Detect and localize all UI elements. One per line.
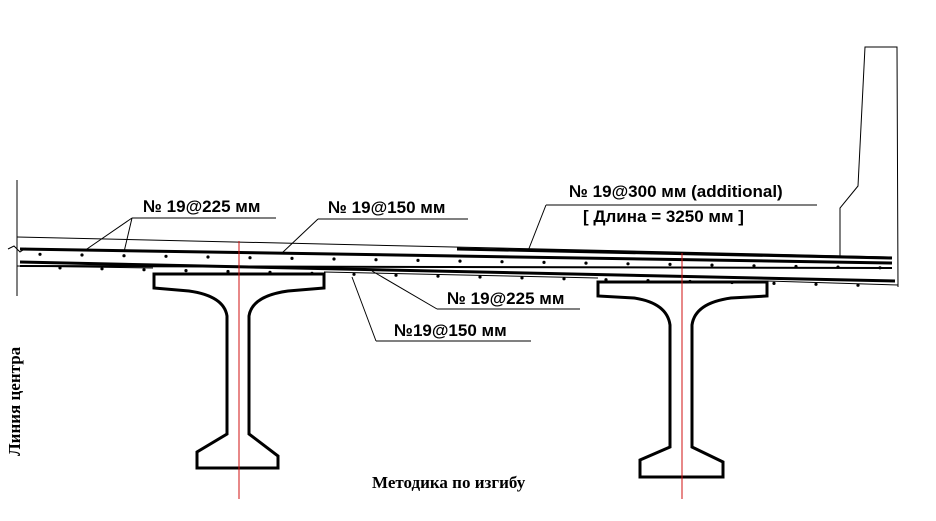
rebar-dot	[794, 264, 798, 269]
label-rebar-bottom-150: №19@150 мм	[394, 321, 507, 340]
rebar-dot	[394, 273, 398, 277]
rebar-dot	[814, 282, 818, 286]
bottom-rebar-layer	[19, 260, 896, 283]
label-rebar-length: [ Длина = 3250 мм ]	[583, 207, 744, 226]
parapet	[839, 46, 899, 288]
rebar-dot	[478, 275, 482, 279]
rebar-dot	[38, 252, 42, 256]
rebar-dot	[710, 263, 714, 267]
rebar-dot	[248, 256, 252, 260]
rebar-dot	[184, 269, 188, 273]
rebar-dot	[80, 253, 84, 257]
label-centerline: Линия центра	[5, 346, 24, 456]
additional-rebar	[456, 247, 893, 260]
rebar-dot	[584, 261, 588, 265]
drawing-caption: Методика по изгибу	[372, 473, 526, 492]
rebar-dot	[500, 260, 504, 264]
rebar-dot	[226, 269, 230, 274]
right-girder	[596, 280, 769, 479]
label-rebar-additional: № 19@300 мм (additional)	[569, 182, 783, 201]
left-girder	[152, 272, 326, 470]
rebar-dot	[856, 283, 860, 287]
rebar-dot	[332, 257, 336, 261]
rebar-dot	[206, 255, 210, 259]
rebar-dot	[122, 254, 126, 258]
rebar-dot	[416, 258, 420, 262]
label-rebar-top-150: № 19@150 мм	[328, 198, 445, 217]
rebar-dot	[142, 268, 146, 272]
rebar-dot	[772, 281, 776, 285]
rebar-dot	[100, 267, 104, 271]
leader-lines	[83, 204, 817, 342]
rebar-dot	[436, 274, 440, 278]
rebar-dot	[164, 254, 168, 258]
rebar-dot	[668, 262, 672, 266]
rebar-dot	[626, 262, 630, 266]
rebar-dot	[836, 265, 840, 269]
rebar-dot	[374, 258, 378, 262]
rebar-dot	[58, 266, 62, 270]
rebar-dot	[520, 276, 524, 280]
label-rebar-top-225: № 19@225 мм	[143, 197, 260, 216]
rebar-dot	[458, 259, 462, 263]
rebar-dot	[752, 264, 756, 268]
rebar-dots	[38, 252, 882, 287]
rebar-dot	[562, 277, 566, 281]
rebar-dot	[352, 272, 356, 276]
label-rebar-bottom-225: № 19@225 мм	[447, 289, 564, 308]
rebar-dot	[290, 256, 294, 260]
rebar-dot	[878, 266, 882, 270]
rebar-dot	[542, 260, 546, 264]
